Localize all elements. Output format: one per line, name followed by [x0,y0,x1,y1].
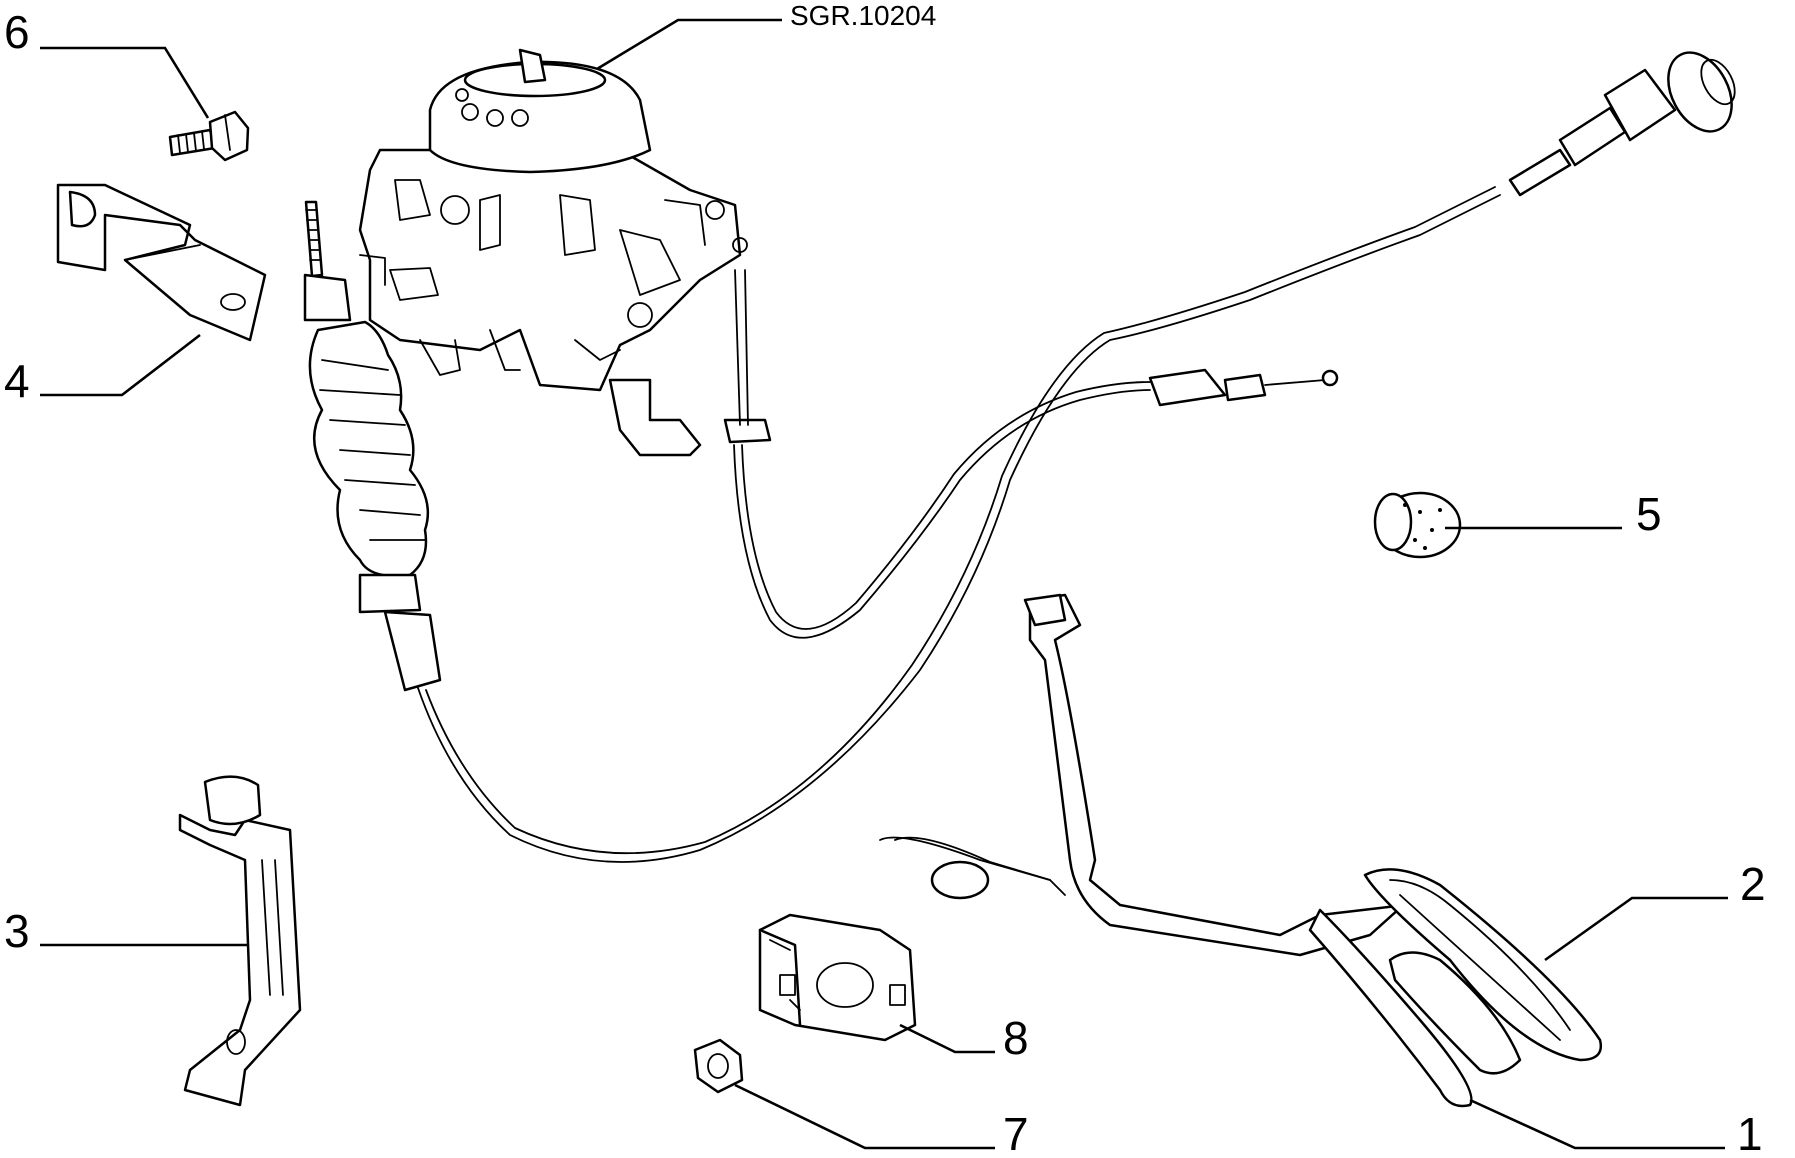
callout-8: 8 [1003,1012,1029,1064]
part-7-nut [693,1038,744,1094]
leader-8 [899,1023,995,1054]
part-4-bracket [56,183,267,342]
leader-2 [1544,896,1728,962]
throttle-cable [303,51,1736,863]
callout-4: 4 [4,355,30,407]
carburettor-assembly [358,48,772,457]
callout-6: 6 [4,6,30,58]
leader-6 [40,46,210,119]
reference-leader [591,18,782,74]
part-6-bolt [168,110,250,162]
callout-5: 5 [1636,488,1662,540]
callout-1: 1 [1737,1108,1763,1158]
part-3-bracket [178,775,302,1107]
callout-2: 2 [1740,858,1766,910]
callout-7: 7 [1003,1108,1029,1158]
leader-7 [734,1083,995,1150]
reference-code: SGR.10204 [790,0,936,31]
leader-1 [1469,1098,1725,1150]
leader-4 [40,333,201,397]
part-5-grommet [1373,491,1462,559]
accelerator-pedal [879,593,1603,1108]
kickdown-cable [733,368,1339,639]
callout-3: 3 [4,905,30,957]
part-8-pad [758,913,917,1042]
